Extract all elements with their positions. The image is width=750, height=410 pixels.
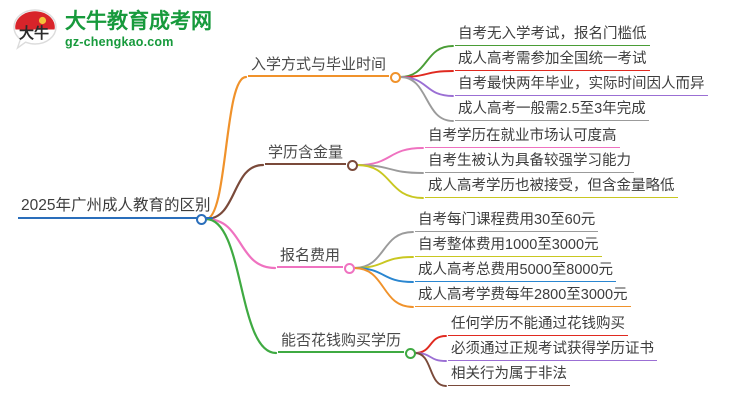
- leaf-node-2-2-underline: [415, 280, 617, 282]
- branch-node-3[interactable]: 能否花钱购买学历: [278, 332, 405, 353]
- leaf-node-0-0[interactable]: 自考无入学考试，报名门槛低: [455, 27, 650, 46]
- leaf-node-0-0-underline: [455, 44, 650, 46]
- link-branch-leaf-2-0: [353, 231, 414, 269]
- branch-connector-dot-1[interactable]: [346, 159, 358, 171]
- link-branch-leaf-1-0: [356, 147, 424, 166]
- leaf-node-0-1[interactable]: 成人高考需参加全国统一考试: [455, 52, 650, 71]
- root-connector-dot[interactable]: [195, 213, 207, 225]
- leaf-node-2-2[interactable]: 成人高考总费用5000至8000元: [415, 262, 617, 282]
- leaf-node-3-2-underline: [448, 384, 570, 386]
- root-node-label: 2025年广州成人教育的区别: [21, 197, 211, 214]
- leaf-node-0-3-label: 成人高考一般需2.5至3年完成: [458, 101, 646, 117]
- leaf-node-1-1-label: 自考生被认为具备较强学习能力: [428, 153, 631, 169]
- leaf-node-0-1-underline: [455, 69, 650, 71]
- branch-node-0[interactable]: 入学方式与毕业时间: [248, 56, 390, 77]
- link-branch-leaf-3-1: [414, 352, 447, 362]
- root-node-underline: [18, 216, 214, 219]
- link-branch-leaf-0-3: [399, 76, 454, 122]
- branch-node-2-underline: [277, 266, 344, 268]
- leaf-node-2-0[interactable]: 自考每门课程费用30至60元: [415, 212, 599, 232]
- branch-node-3-underline: [278, 351, 405, 353]
- branch-node-3-label: 能否花钱购买学历: [281, 332, 402, 349]
- leaf-node-0-3-underline: [455, 119, 649, 121]
- leaf-node-3-0-label: 任何学历不能通过花钱购买: [451, 316, 625, 332]
- branch-node-0-underline: [248, 75, 390, 77]
- link-root-branch-3: [204, 217, 278, 355]
- link-root-branch-1: [204, 163, 265, 221]
- branch-connector-dot-0[interactable]: [389, 71, 401, 83]
- branch-node-1[interactable]: 学历含金量: [265, 144, 347, 165]
- leaf-node-1-2-underline: [425, 196, 678, 198]
- leaf-node-0-2[interactable]: 自考最快两年毕业，实际时间因人而异: [455, 77, 708, 96]
- leaf-node-2-3-label: 成人高考学费每年2800至3000元: [418, 287, 628, 303]
- branch-node-1-underline: [265, 163, 347, 165]
- leaf-node-1-0-underline: [425, 146, 620, 148]
- site-logo[interactable]: 大牛 大牛教育成考网 gz-chengkao.com: [12, 8, 212, 52]
- root-node[interactable]: 2025年广州成人教育的区别: [18, 197, 214, 219]
- leaf-node-0-2-label: 自考最快两年毕业，实际时间因人而异: [458, 76, 705, 92]
- branch-node-2-label: 报名费用: [280, 247, 341, 264]
- branch-connector-dot-3[interactable]: [404, 347, 416, 359]
- leaf-node-3-1-label: 必须通过正规考试获得学历证书: [451, 341, 654, 357]
- leaf-node-2-2-label: 成人高考总费用5000至8000元: [418, 262, 614, 278]
- link-branch-leaf-2-1: [353, 256, 414, 269]
- link-branch-leaf-2-3: [353, 267, 414, 308]
- link-branch-leaf-0-1: [399, 70, 454, 78]
- leaf-node-0-0-label: 自考无入学考试，报名门槛低: [458, 26, 647, 42]
- link-branch-leaf-1-1: [356, 164, 424, 174]
- link-branch-leaf-2-2: [353, 267, 414, 283]
- leaf-node-3-0-underline: [448, 334, 628, 336]
- leaf-node-2-3[interactable]: 成人高考学费每年2800至3000元: [415, 288, 631, 307]
- link-branch-leaf-0-2: [399, 76, 454, 97]
- leaf-node-3-0[interactable]: 任何学历不能通过花钱购买: [448, 317, 628, 336]
- link-branch-leaf-0-0: [399, 45, 454, 78]
- branch-node-2[interactable]: 报名费用: [277, 247, 344, 268]
- leaf-node-0-3[interactable]: 成人高考一般需2.5至3年完成: [455, 102, 649, 121]
- branch-node-0-label: 入学方式与毕业时间: [251, 56, 387, 73]
- leaf-node-1-1-underline: [425, 171, 634, 173]
- leaf-node-2-3-underline: [415, 305, 631, 307]
- leaf-node-2-1[interactable]: 自考整体费用1000至3000元: [415, 238, 602, 257]
- leaf-node-1-0-label: 自考学历在就业市场认可度高: [428, 128, 617, 144]
- leaf-node-1-2[interactable]: 成人高考学历也被接受，但含金量略低: [425, 179, 678, 198]
- leaf-node-3-1[interactable]: 必须通过正规考试获得学历证书: [448, 342, 657, 361]
- leaf-node-1-1[interactable]: 自考生被认为具备较强学习能力: [425, 154, 634, 173]
- leaf-node-3-2-label: 相关行为属于非法: [451, 366, 567, 382]
- leaf-node-3-1-underline: [448, 359, 657, 361]
- link-branch-leaf-1-2: [356, 164, 424, 199]
- branch-node-1-label: 学历含金量: [268, 144, 344, 161]
- leaf-node-1-2-label: 成人高考学历也被接受，但含金量略低: [428, 178, 675, 194]
- leaf-node-2-1-label: 自考整体费用1000至3000元: [418, 237, 599, 253]
- link-branch-leaf-3-0: [414, 335, 447, 354]
- leaf-node-2-0-label: 自考每门课程费用30至60元: [418, 212, 596, 228]
- brand-name: 大牛教育成考网: [65, 10, 212, 34]
- branch-connector-dot-2[interactable]: [343, 262, 355, 274]
- logo-badge-icon: 大牛: [12, 8, 58, 52]
- leaf-node-2-0-underline: [415, 230, 599, 232]
- brand-url: gz-chengkao.com: [65, 35, 174, 50]
- link-root-branch-2: [204, 217, 277, 270]
- svg-text:大牛: 大牛: [19, 24, 49, 42]
- leaf-node-0-2-underline: [455, 94, 708, 96]
- leaf-node-0-1-label: 成人高考需参加全国统一考试: [458, 51, 647, 67]
- leaf-node-3-2[interactable]: 相关行为属于非法: [448, 367, 570, 386]
- link-branch-leaf-3-2: [414, 352, 447, 387]
- leaf-node-1-0[interactable]: 自考学历在就业市场认可度高: [425, 129, 620, 148]
- leaf-node-2-1-underline: [415, 255, 602, 257]
